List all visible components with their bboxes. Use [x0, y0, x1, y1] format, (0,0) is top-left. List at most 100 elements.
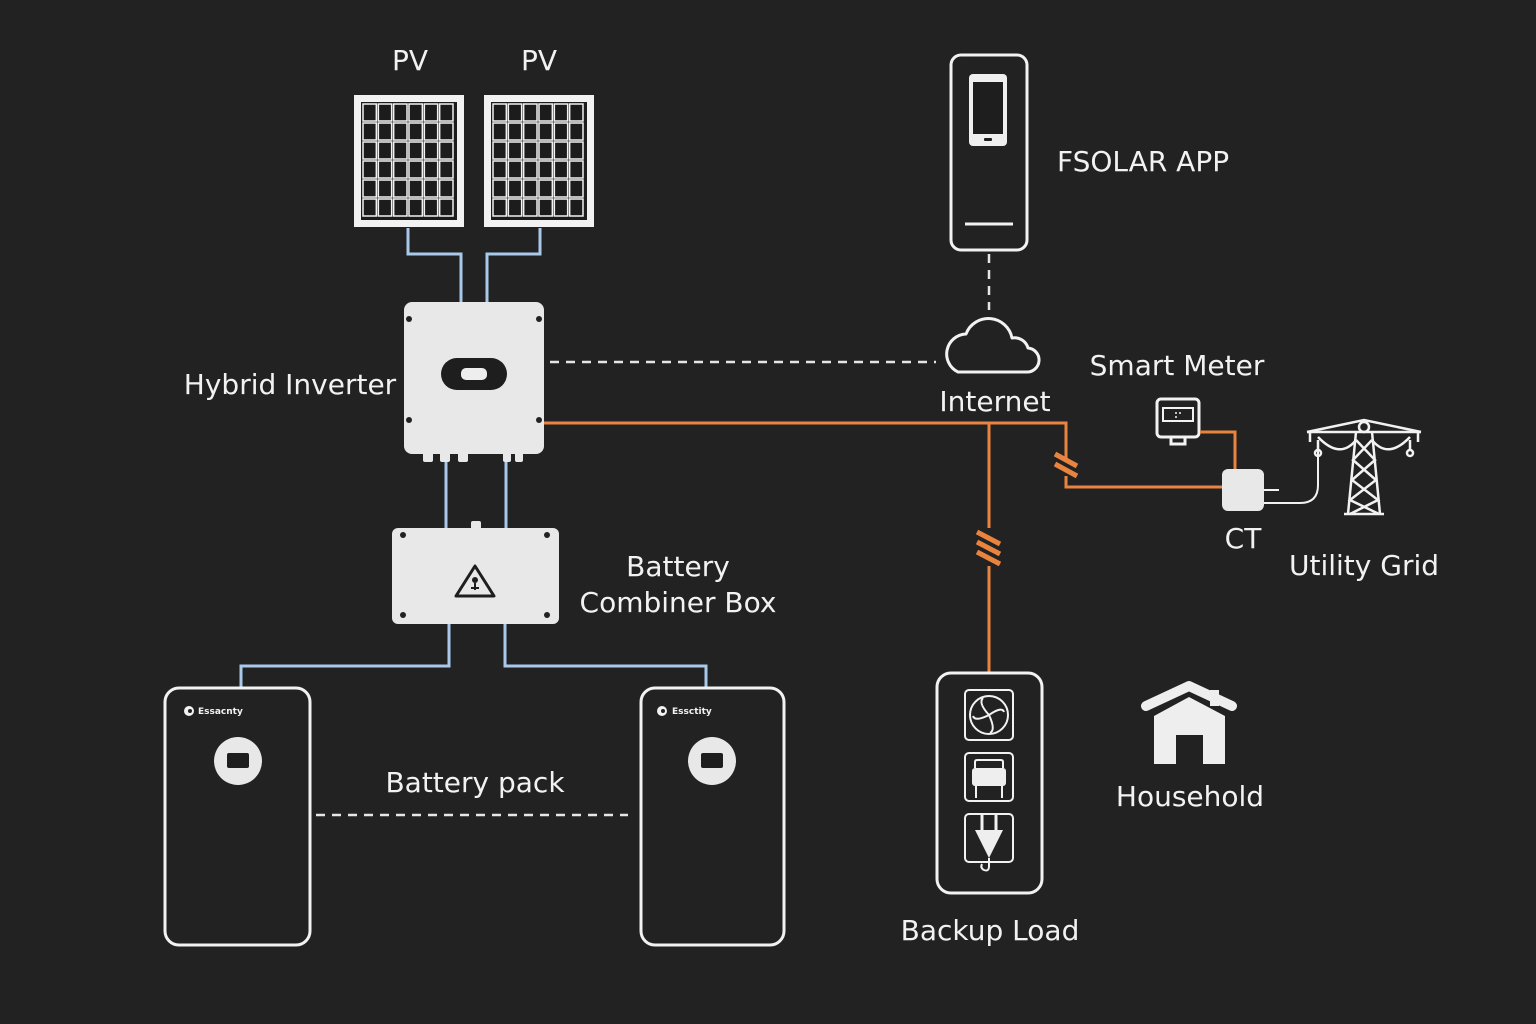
solar-cell	[423, 122, 439, 141]
solar-cell	[568, 160, 584, 179]
ct-icon[interactable]	[1222, 469, 1279, 511]
backup-label: Backup Load	[901, 914, 1080, 947]
house-icon[interactable]	[1141, 681, 1237, 764]
solar-cell	[423, 103, 439, 122]
solar-cell	[408, 160, 424, 179]
solar-cell	[492, 103, 508, 122]
solar-cell	[408, 198, 424, 217]
solar-cell	[538, 103, 554, 122]
three-phase-marker	[975, 529, 1002, 567]
solar-cell	[438, 103, 454, 122]
solar-cell	[507, 160, 523, 179]
solar-cell	[392, 160, 408, 179]
solar-cell	[538, 160, 554, 179]
backup-load-panel[interactable]	[935, 671, 1044, 895]
solar-cell	[568, 179, 584, 198]
pv2-dc-line	[485, 228, 542, 302]
inverter-label: Hybrid Inverter	[184, 368, 397, 401]
solar-cell	[507, 122, 523, 141]
ct-grid-line	[1264, 447, 1319, 504]
combiner-label-line2: Combiner Box	[580, 586, 777, 619]
solar-cell	[392, 198, 408, 217]
internet-label: Internet	[939, 385, 1050, 418]
solar-cell	[377, 160, 393, 179]
solar-cell	[438, 160, 454, 179]
power-tower-icon[interactable]	[1306, 418, 1422, 516]
solar-cell	[377, 122, 393, 141]
solar-cell	[377, 103, 393, 122]
solar-cell	[553, 160, 569, 179]
combiner-battery1-dc-line	[239, 624, 451, 688]
solar-cell	[538, 122, 554, 141]
solar-cell	[492, 160, 508, 179]
solar-cell	[408, 122, 424, 141]
battery-pack-label: Battery pack	[385, 766, 565, 799]
household-label: Household	[1116, 780, 1264, 813]
solar-cell	[507, 141, 523, 160]
meter-ct-line	[1200, 430, 1237, 469]
solar-cell	[392, 122, 408, 141]
smartphone-icon[interactable]	[949, 53, 1029, 252]
meter-icon[interactable]	[1155, 397, 1201, 446]
solar-cell	[408, 103, 424, 122]
solar-cell	[438, 198, 454, 217]
solar-cell	[507, 179, 523, 198]
solar-cell	[423, 160, 439, 179]
battery2-brand: Essctity	[672, 707, 712, 717]
pv2-solar-panel-icon[interactable]	[484, 95, 594, 227]
solar-cell	[553, 122, 569, 141]
solar-cell	[553, 141, 569, 160]
solar-cell	[362, 103, 378, 122]
solar-cell	[377, 198, 393, 217]
solar-cell	[362, 198, 378, 217]
battery1-icon[interactable]: Essacnty	[163, 686, 312, 947]
combiner-label-line1: Battery	[626, 550, 730, 583]
cloud-icon[interactable]	[945, 317, 1041, 374]
solar-cell	[492, 122, 508, 141]
solar-cell	[568, 141, 584, 160]
solar-cell	[568, 122, 584, 141]
solar-cell	[377, 141, 393, 160]
combiner-box-icon[interactable]	[392, 521, 559, 624]
solar-cell	[492, 179, 508, 198]
solar-cell	[553, 179, 569, 198]
solar-cell	[408, 179, 424, 198]
warning-triangle-icon	[454, 564, 496, 598]
solar-cell	[362, 160, 378, 179]
plug-icon	[964, 813, 1014, 872]
solar-cell	[438, 179, 454, 198]
inverter-icon[interactable]	[404, 302, 544, 462]
solar-cell	[522, 160, 538, 179]
grid-label: Utility Grid	[1289, 549, 1439, 582]
solar-cell	[568, 103, 584, 122]
solar-cell	[423, 179, 439, 198]
solar-cell	[568, 198, 584, 217]
pv1-solar-panel-icon[interactable]	[354, 95, 464, 227]
appliance-icon	[964, 752, 1014, 802]
two-phase-marker	[1053, 451, 1079, 479]
solar-cell	[553, 103, 569, 122]
solar-cell	[423, 141, 439, 160]
pv1-dc-line	[406, 228, 463, 302]
combiner-battery2-dc-line	[503, 624, 708, 688]
solar-cell	[538, 198, 554, 217]
solar-cell	[362, 122, 378, 141]
solar-cell	[408, 141, 424, 160]
battery2-icon[interactable]: Essctity	[639, 686, 786, 947]
solar-cell	[538, 141, 554, 160]
solar-cell	[362, 141, 378, 160]
solar-cell	[492, 141, 508, 160]
smart-meter-label: Smart Meter	[1090, 349, 1265, 382]
solar-cell	[507, 198, 523, 217]
solar-cell	[438, 122, 454, 141]
solar-cell	[522, 122, 538, 141]
pv1-label: PV	[392, 44, 428, 77]
solar-cell	[553, 198, 569, 217]
solar-cell	[522, 141, 538, 160]
solar-cell	[392, 103, 408, 122]
solar-cell	[362, 179, 378, 198]
app-label: FSOLAR APP	[1057, 145, 1229, 178]
solar-cell	[522, 179, 538, 198]
inverter-ac-line	[544, 421, 1068, 460]
